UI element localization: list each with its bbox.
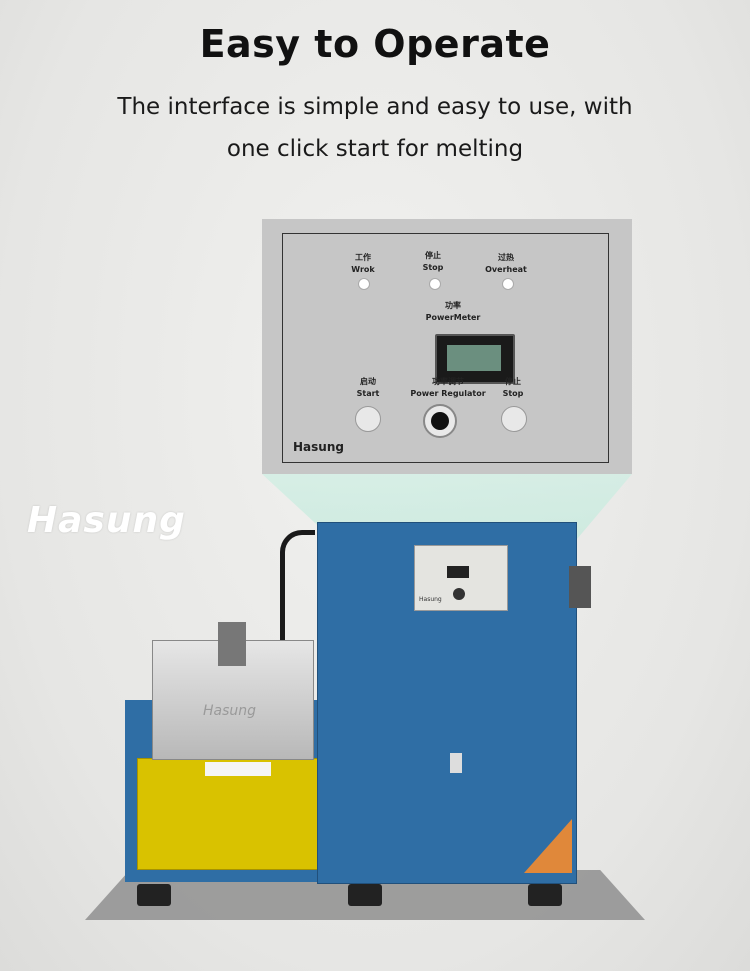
stop-indicator-light xyxy=(429,278,441,290)
overheat-indicator-light xyxy=(502,278,514,290)
power-meter-display xyxy=(435,334,515,384)
cabinet-control-panel: Hasung xyxy=(414,545,508,611)
hasung-logo: Hasung xyxy=(27,500,186,541)
control-cabinet: Hasung xyxy=(317,522,577,884)
side-switch-box xyxy=(569,566,591,608)
subtitle-line-1: The interface is simple and easy to use,… xyxy=(117,94,633,120)
stop-button[interactable] xyxy=(501,406,527,432)
foot-left xyxy=(137,884,171,906)
panel-brand: Hasung xyxy=(293,440,344,454)
power-regulator-knob[interactable] xyxy=(423,404,457,438)
work-indicator-light xyxy=(358,278,370,290)
cabinet-label xyxy=(450,753,462,773)
cabinet-brand: Hasung xyxy=(419,596,442,603)
cabinet-knob xyxy=(453,588,465,600)
page-title: Easy to Operate xyxy=(199,22,551,66)
warning-sticker xyxy=(205,762,271,776)
foot-middle xyxy=(348,884,382,906)
warning-triangle xyxy=(524,819,572,873)
foot-right xyxy=(528,884,562,906)
cabinet-meter xyxy=(447,566,469,578)
furnace-brand: Hasung xyxy=(203,703,257,719)
page-subtitle: The interface is simple and easy to use,… xyxy=(0,86,750,170)
power-cable xyxy=(280,530,315,675)
power-meter-screen xyxy=(447,345,501,371)
subtitle-line-2: one click start for melting xyxy=(226,136,524,162)
furnace-lid-handle xyxy=(218,622,246,666)
start-button[interactable] xyxy=(355,406,381,432)
